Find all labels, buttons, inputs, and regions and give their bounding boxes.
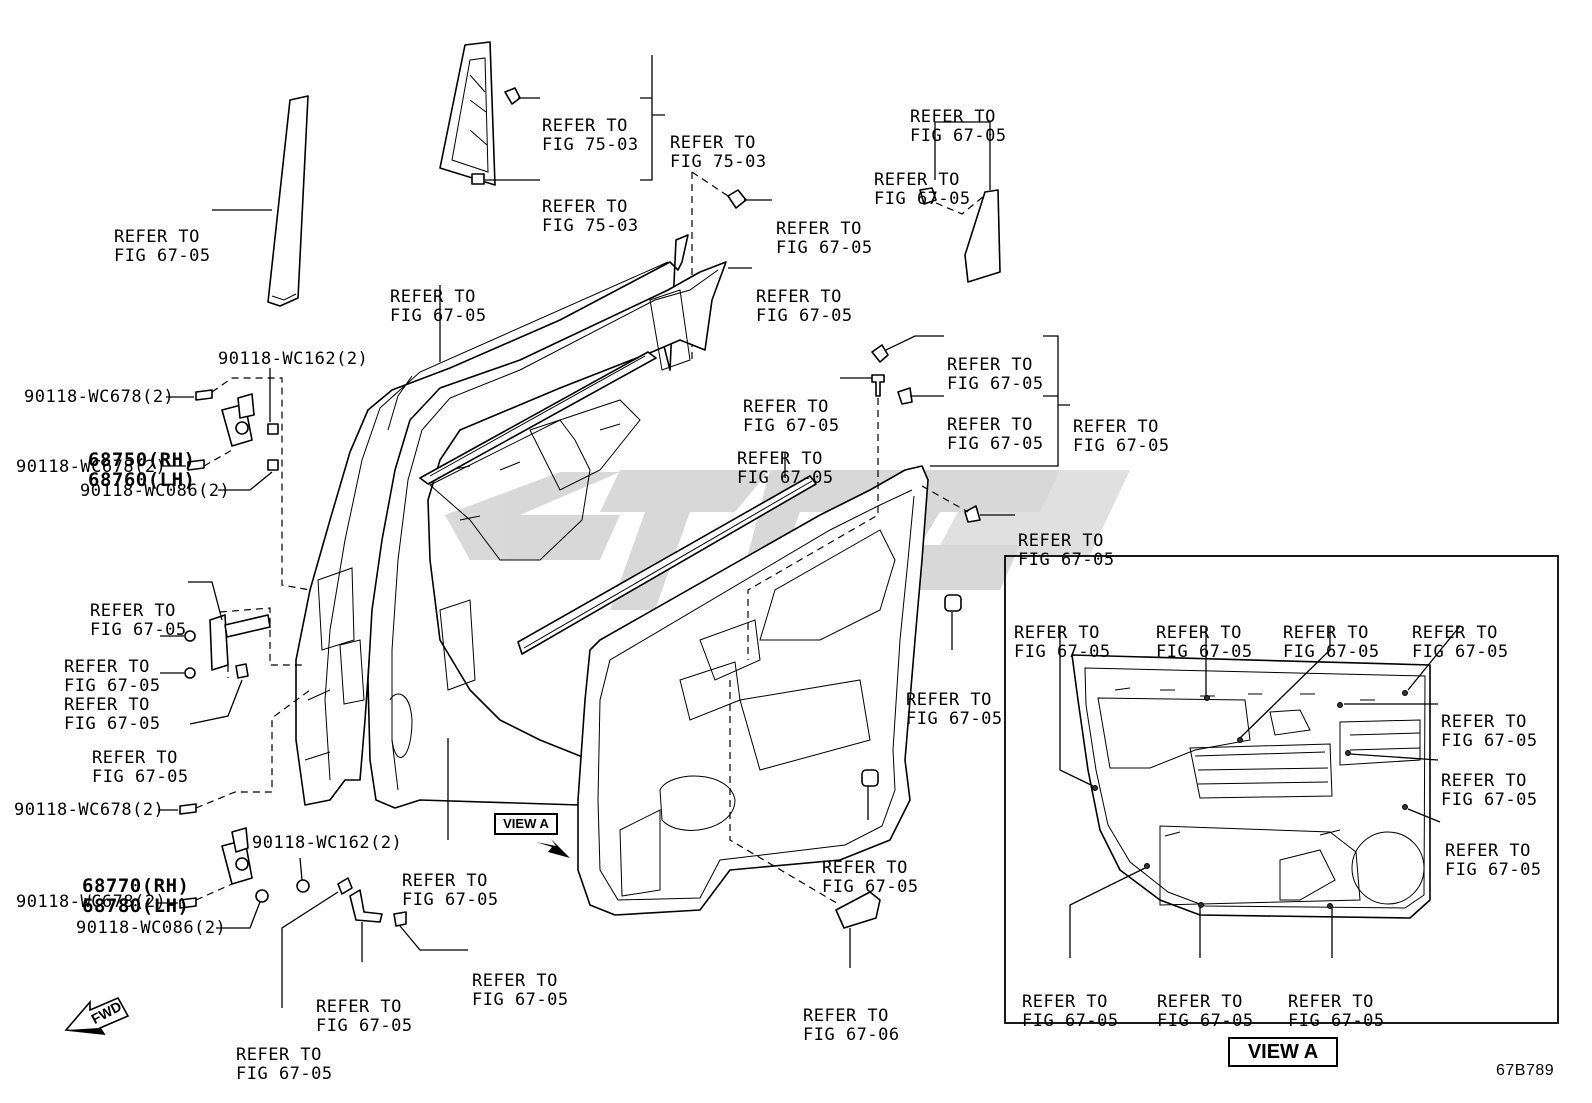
view-a-title: VIEW A xyxy=(1228,1037,1338,1067)
part-number-lower-bolt-2: 90118-WC678(2) xyxy=(16,892,167,912)
lower-hinge xyxy=(179,803,310,909)
view-a-leaders xyxy=(1059,625,1461,958)
diagram-code: 67B789 xyxy=(1496,1062,1555,1079)
part-number-lower-hinge: 68770(RH)68780(LH) xyxy=(82,875,190,917)
view-a-trim-back xyxy=(1071,654,1431,919)
rear-corner-garnish xyxy=(919,187,1001,283)
quarter-window-garnish xyxy=(439,41,496,186)
part-number-lower-nut-2: 90118-WC086(2) xyxy=(76,918,227,938)
part-number-upper-bolt: 90118-WC678(2) xyxy=(24,387,175,407)
view-arrow-icon xyxy=(536,839,570,858)
fwd-arrow-icon: FWD xyxy=(64,996,130,1035)
door-trim-bracket xyxy=(835,891,881,929)
view-a-callout: VIEW A xyxy=(494,813,558,835)
part-number-lower-nut: 90118-WC162(2) xyxy=(252,833,403,853)
part-number-upper-nut: 90118-WC162(2) xyxy=(218,349,369,369)
part-number-upper-nut-2: 90118-WC086(2) xyxy=(80,481,231,501)
part-number-upper-hinge: 68750(RH)68760(LH) xyxy=(88,449,196,491)
clip-group xyxy=(861,344,981,787)
b-pillar-garnish xyxy=(267,95,309,307)
upper-hinge xyxy=(187,389,279,471)
clip xyxy=(504,87,521,105)
door-trim-board xyxy=(577,465,929,916)
clip xyxy=(727,189,772,209)
part-number-upper-bolt-2: 90118-WC678(2) xyxy=(16,457,167,477)
belt-moulding xyxy=(517,475,817,655)
lower-clips xyxy=(337,877,407,927)
window-channel xyxy=(419,351,657,485)
view-a-frame xyxy=(1004,555,1559,1024)
part-number-lower-bolt: 90118-WC678(2) xyxy=(14,800,165,820)
door-check xyxy=(184,614,271,679)
